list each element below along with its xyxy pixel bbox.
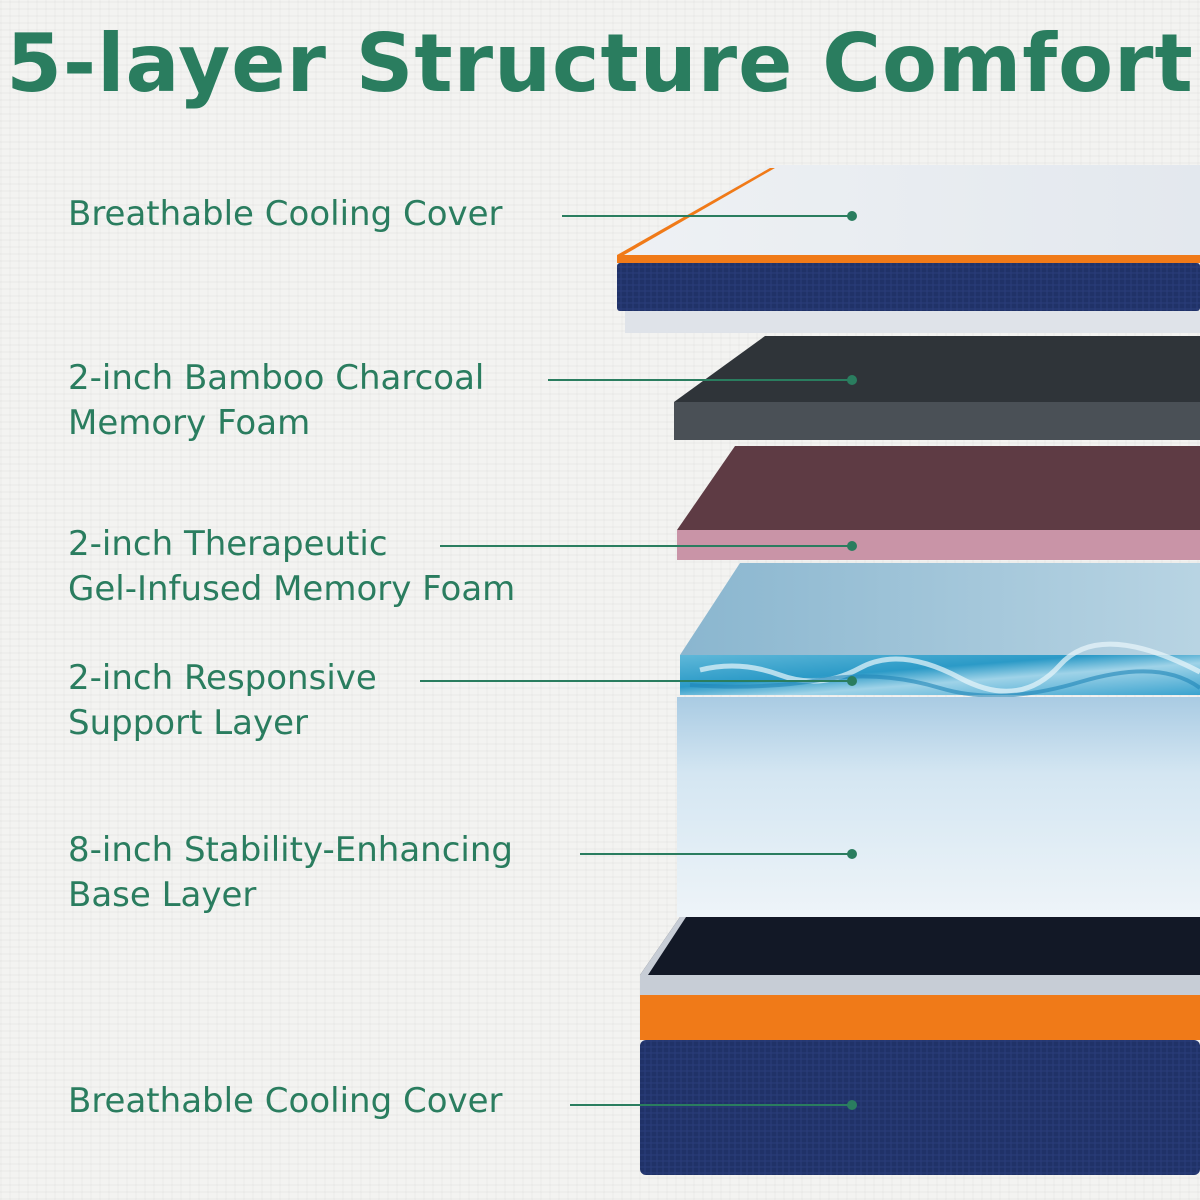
leader-line — [420, 680, 852, 682]
leader-line — [548, 379, 852, 381]
gel-support-layer — [680, 563, 1200, 698]
leader-dot — [847, 541, 857, 551]
leader-dot — [847, 1100, 857, 1110]
layer-label-charcoal-foam: 2-inch Bamboo Charcoal Memory Foam — [68, 358, 485, 443]
leader-line — [580, 853, 852, 855]
leader-dot — [847, 211, 857, 221]
bottom-cover-layer — [640, 917, 1200, 1175]
charcoal-foam-layer — [674, 336, 1200, 440]
layer-label-base-layer: 8-inch Stability-Enhancing Base Layer — [68, 830, 513, 915]
base-foam-layer — [677, 697, 1200, 917]
leader-dot — [847, 849, 857, 859]
leader-line — [562, 215, 852, 217]
layer-label-responsive-support: 2-inch Responsive Support Layer — [68, 658, 377, 743]
top-cover-layer — [617, 165, 1200, 333]
therapeutic-foam-layer — [677, 446, 1200, 560]
layer-label-therapeutic-foam: 2-inch Therapeutic Gel-Infused Memory Fo… — [68, 524, 516, 609]
layer-label-top-cover: Breathable Cooling Cover — [68, 194, 503, 234]
leader-dot — [847, 676, 857, 686]
leader-dot — [847, 375, 857, 385]
leader-line — [440, 545, 852, 547]
page-title: 5-layer Structure Comfort — [6, 17, 1194, 110]
leader-line — [570, 1104, 852, 1106]
layer-label-bottom-cover: Breathable Cooling Cover — [68, 1081, 503, 1121]
